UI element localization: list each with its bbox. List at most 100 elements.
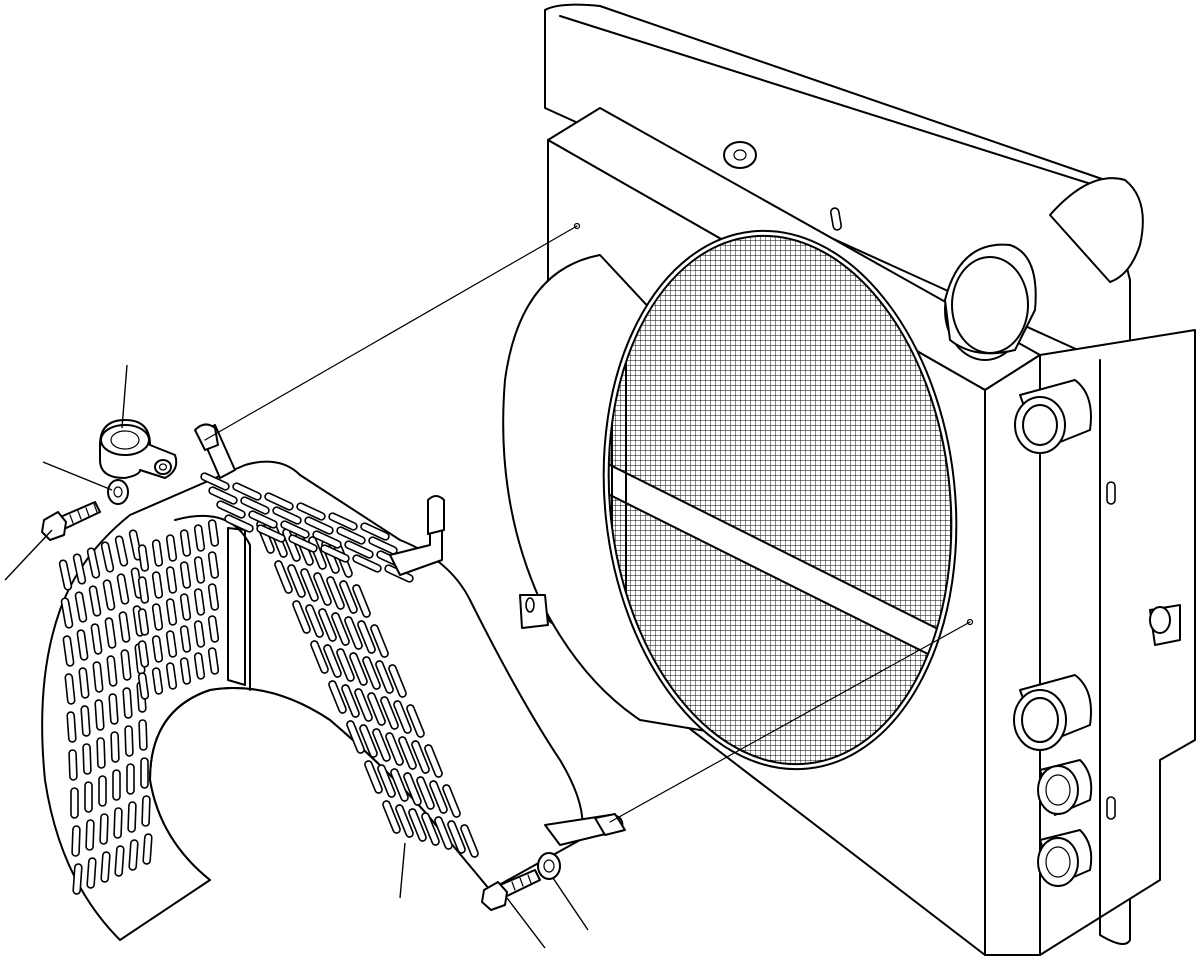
guard-slot bbox=[318, 608, 337, 642]
fan-guard bbox=[41, 423, 626, 941]
guard-slot bbox=[207, 647, 220, 675]
guard-slot bbox=[88, 585, 102, 617]
guard-slot bbox=[416, 776, 435, 810]
guard-slot bbox=[124, 725, 134, 757]
guard-slot bbox=[300, 568, 319, 602]
guard-slot bbox=[352, 584, 371, 618]
guard-slot bbox=[304, 516, 334, 535]
guard-slot bbox=[406, 704, 425, 738]
guard-slot bbox=[193, 524, 206, 552]
guard-slot bbox=[207, 519, 220, 547]
guard-slot bbox=[74, 591, 88, 623]
guard-slot bbox=[280, 520, 310, 539]
guard-slot bbox=[60, 597, 74, 629]
washer-lower bbox=[537, 852, 561, 880]
guard-slot bbox=[339, 580, 358, 614]
guard-slot bbox=[320, 544, 350, 563]
guard-slot bbox=[108, 693, 119, 725]
guard-slot bbox=[344, 540, 374, 559]
guard-slot bbox=[264, 492, 294, 511]
guard-slot bbox=[82, 743, 92, 775]
guard-slot bbox=[137, 608, 150, 636]
guard-slot bbox=[98, 775, 107, 807]
guard-slot bbox=[360, 522, 390, 541]
guard-slot bbox=[362, 656, 381, 690]
guard-slot bbox=[92, 661, 104, 693]
guard-slot bbox=[411, 740, 430, 774]
guard-slot bbox=[460, 824, 479, 858]
guard-slot bbox=[216, 500, 246, 519]
guard-slot bbox=[336, 648, 355, 682]
guard-slot bbox=[364, 760, 383, 794]
guard-slot bbox=[274, 560, 293, 594]
guard-slot bbox=[151, 571, 164, 599]
guard-slot bbox=[64, 673, 76, 705]
guard-slot bbox=[208, 486, 238, 505]
guard-slot bbox=[120, 649, 132, 681]
guard-slot bbox=[232, 482, 262, 501]
guard-slot bbox=[118, 611, 131, 643]
guard-slot bbox=[104, 617, 117, 649]
guard-slot bbox=[421, 812, 440, 846]
alignment-lines bbox=[204, 225, 971, 823]
guard-slot bbox=[359, 724, 378, 758]
guard-slot bbox=[368, 536, 398, 555]
guard-slot bbox=[78, 667, 90, 699]
guard-slot bbox=[151, 667, 164, 695]
guard-slot bbox=[193, 620, 206, 648]
guard-slot bbox=[137, 544, 150, 572]
guard-slot bbox=[138, 719, 148, 751]
guard-slot bbox=[390, 768, 409, 802]
guard-slot bbox=[86, 857, 97, 889]
guard-slot bbox=[313, 572, 332, 606]
guard-slot bbox=[408, 808, 427, 842]
guard-slot bbox=[248, 510, 278, 529]
guard-slot bbox=[424, 744, 443, 778]
guard-slot bbox=[76, 629, 89, 661]
guard-slot bbox=[90, 623, 103, 655]
guard-slot bbox=[224, 514, 254, 533]
guard-slot bbox=[179, 657, 192, 685]
guard-slot bbox=[127, 801, 137, 833]
guard-slot bbox=[207, 551, 220, 579]
guard-slot bbox=[331, 612, 350, 646]
guard-slot bbox=[151, 539, 164, 567]
guard-slot bbox=[434, 816, 453, 850]
guard-slot bbox=[137, 672, 150, 700]
guard-slot bbox=[94, 699, 105, 731]
guard-slot bbox=[193, 556, 206, 584]
guard-slot bbox=[179, 561, 192, 589]
guard-slot bbox=[310, 640, 329, 674]
guard-slot bbox=[165, 566, 178, 594]
guard-slot bbox=[367, 692, 386, 726]
guard-slot bbox=[398, 736, 417, 770]
bolt-lower bbox=[481, 869, 541, 911]
guard-slot bbox=[372, 728, 391, 762]
guard-slot bbox=[393, 700, 412, 734]
guard-slot bbox=[336, 526, 366, 545]
guard-slot bbox=[71, 825, 81, 857]
guard-slot bbox=[256, 524, 286, 543]
guard-slot bbox=[86, 547, 101, 579]
guard-slot bbox=[70, 787, 79, 819]
guard-slot bbox=[207, 615, 220, 643]
guard-slot bbox=[100, 851, 111, 883]
guard-slot bbox=[357, 620, 376, 654]
guard-slot bbox=[179, 625, 192, 653]
guard-slot bbox=[112, 769, 121, 801]
bolt-upper bbox=[41, 501, 101, 541]
guard-slot bbox=[403, 772, 422, 806]
guard-slot bbox=[102, 579, 116, 611]
guard-slot bbox=[114, 845, 125, 877]
guard-slot bbox=[137, 576, 150, 604]
guard-slot bbox=[99, 813, 109, 845]
washer-upper bbox=[107, 479, 129, 505]
guard-slot bbox=[100, 541, 115, 573]
guard-slot bbox=[328, 680, 347, 714]
guard-slot bbox=[447, 820, 466, 854]
guard-slot bbox=[375, 660, 394, 694]
guard-slot bbox=[346, 720, 365, 754]
guard-slot bbox=[370, 624, 389, 658]
